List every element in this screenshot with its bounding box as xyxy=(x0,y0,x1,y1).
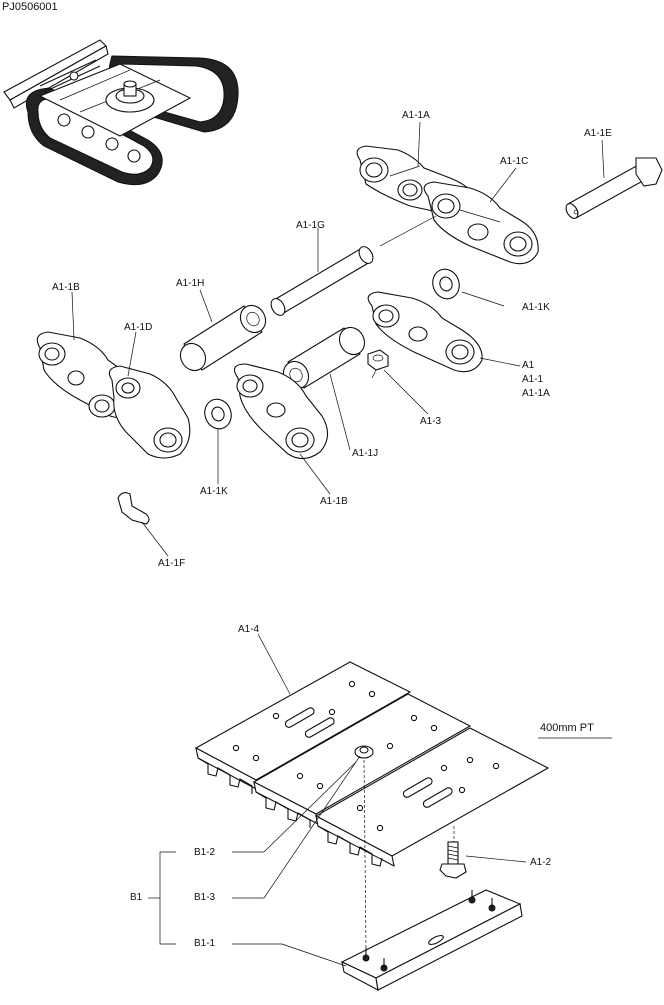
label-a1-3: A1-3 xyxy=(420,416,442,427)
label-a1-1: A1-1 xyxy=(522,374,544,385)
label-a1: A1 xyxy=(522,360,535,371)
label-a1-1f: A1-1F xyxy=(158,558,186,569)
excavator-thumbnail xyxy=(3,39,239,186)
label-a1-1e: A1-1E xyxy=(584,128,612,139)
label-a1-4: A1-4 xyxy=(238,624,260,635)
leader-lines-upper xyxy=(71,121,605,557)
nut-block-b1-1 xyxy=(340,889,523,992)
seal-a1-1k-right xyxy=(432,268,460,300)
pin-a1-1g xyxy=(270,246,374,316)
track-link-a1-1b-lower xyxy=(233,363,329,460)
track-shoes-a1-4 xyxy=(194,661,550,868)
track-link-a1-1c xyxy=(423,181,539,265)
label-a1-1h: A1-1H xyxy=(176,278,205,289)
label-a1-1d: A1-1D xyxy=(124,322,153,333)
bushing-a1-1h xyxy=(179,304,267,372)
label-b1-3: B1-3 xyxy=(194,892,216,903)
label-a1-1k-left: A1-1K xyxy=(200,486,228,497)
fitting-a1-1f xyxy=(117,492,150,525)
label-a1-1j: A1-1J xyxy=(352,448,379,459)
track-link-a1-1d xyxy=(108,365,191,459)
label-a1-1g: A1-1G xyxy=(296,220,325,231)
label-b1: B1 xyxy=(130,892,143,903)
nut-a1-3 xyxy=(367,349,389,379)
label-a1-1b-bottom: A1-1B xyxy=(320,496,348,507)
track-link-a1 xyxy=(367,291,483,373)
bolt-a1-2 xyxy=(439,841,467,879)
section-label: 400mm PT xyxy=(540,722,594,734)
label-a1-1k-right: A1-1K xyxy=(522,302,550,313)
label-a1-1c: A1-1C xyxy=(500,156,529,167)
dashed-guides xyxy=(363,759,455,951)
label-a1-2: A1-2 xyxy=(530,857,552,868)
pin-a1-1e xyxy=(565,157,663,219)
label-b1-2: B1-2 xyxy=(194,847,216,858)
document-id: PJ0506001 xyxy=(2,1,58,13)
shoe-bolt-holes xyxy=(232,680,500,832)
label-a1-1a: A1-1A xyxy=(402,110,430,121)
seal-a1-1k-left xyxy=(204,398,232,430)
label-b1-1: B1-1 xyxy=(194,938,216,949)
label-a1-1b-top: A1-1B xyxy=(52,282,80,293)
leader-lines-lower xyxy=(148,633,612,967)
label-a1-1a-bottom: A1-1A xyxy=(522,388,550,399)
